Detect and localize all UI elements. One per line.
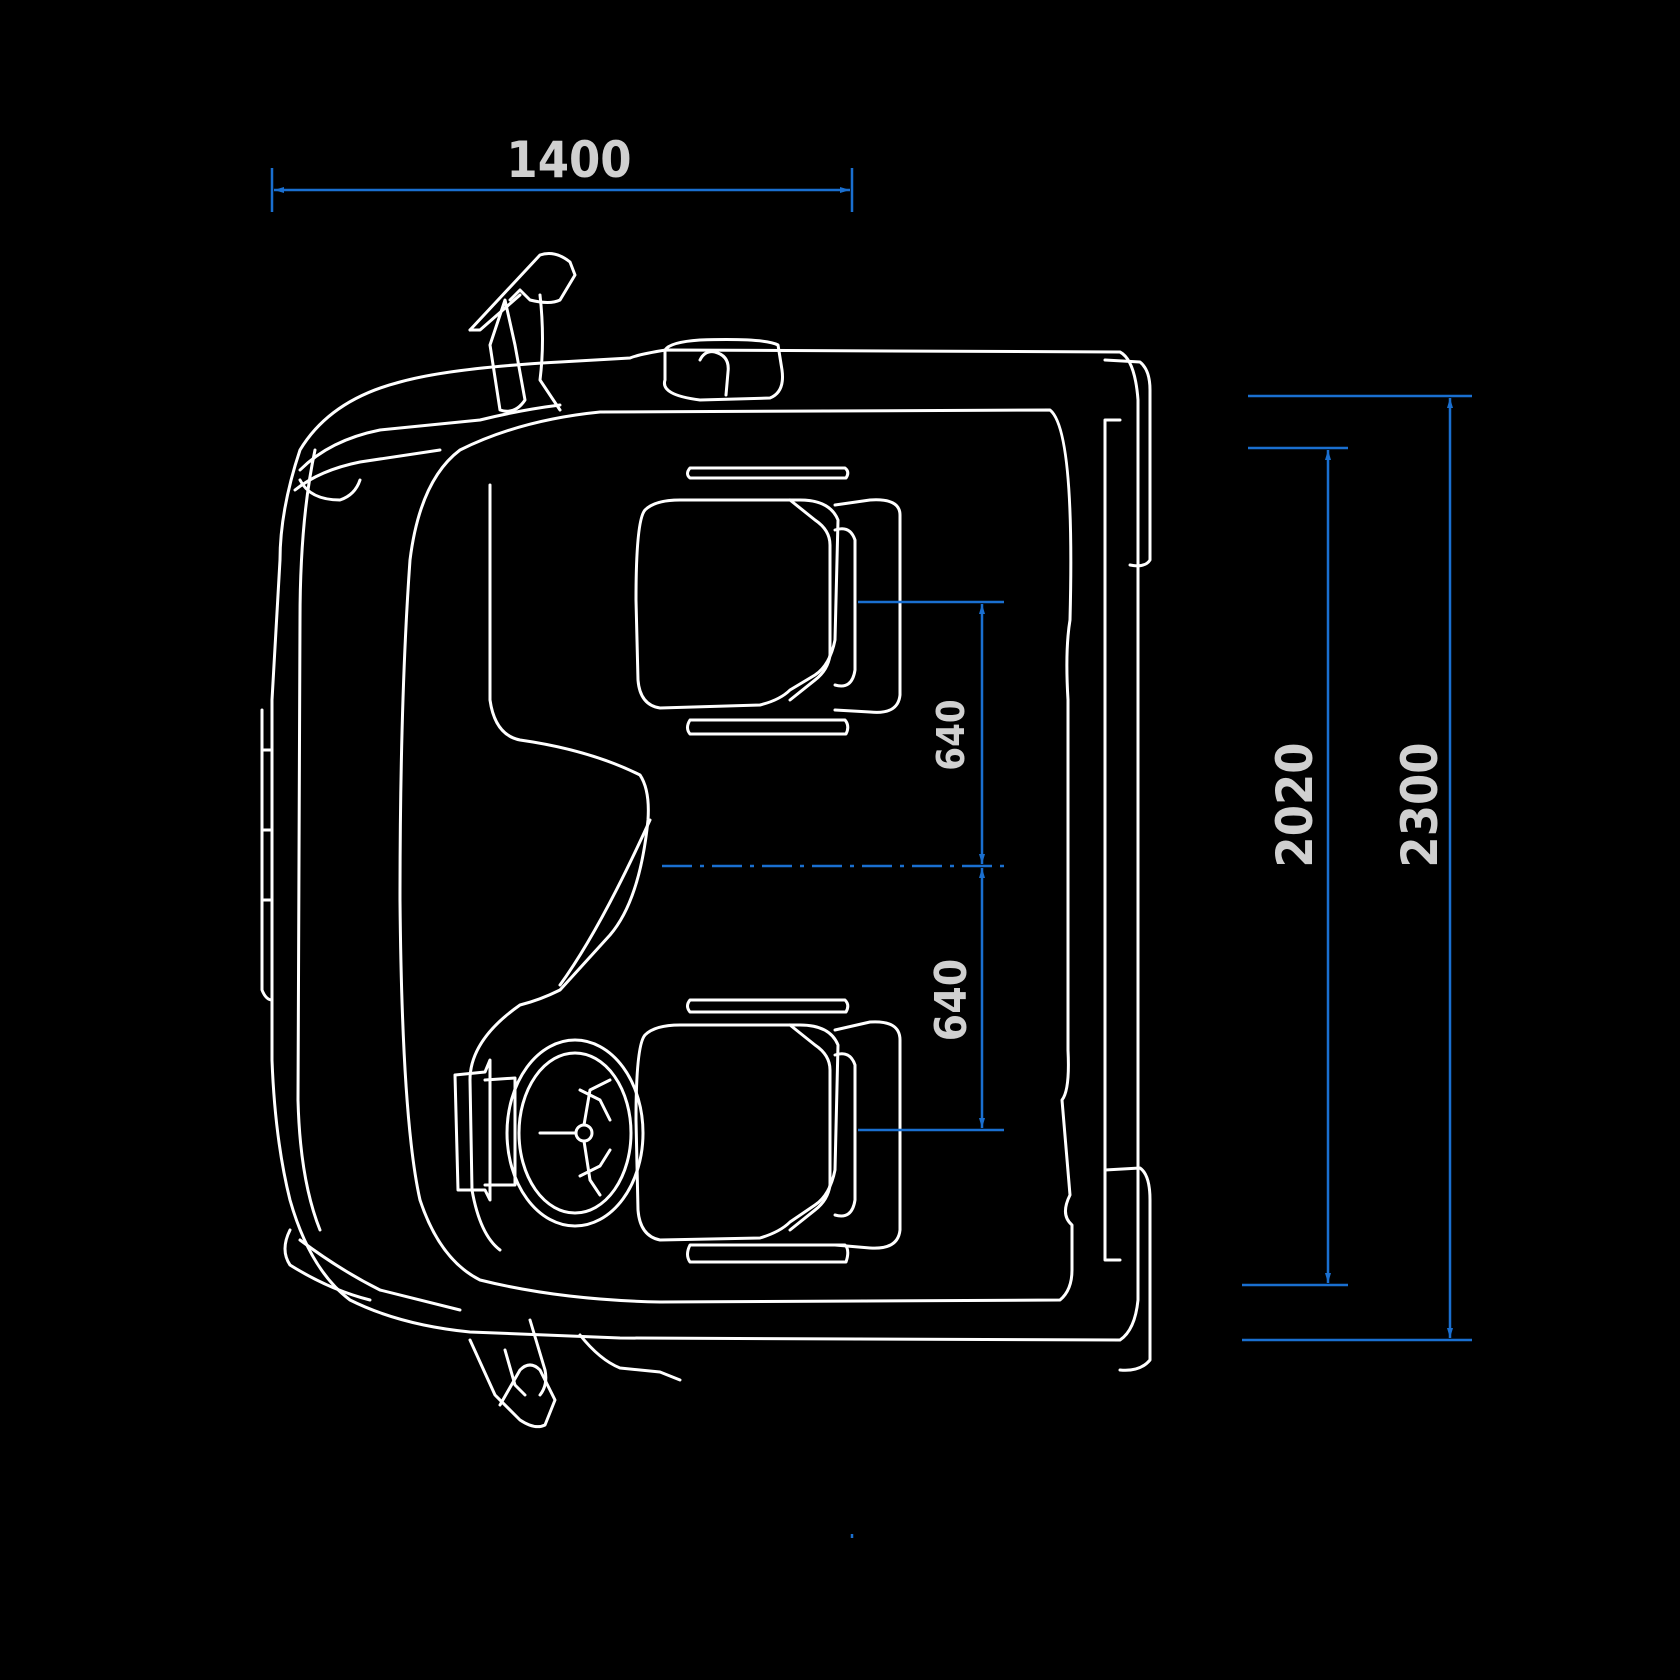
- passenger-seat: [634, 466, 902, 736]
- width-label: 1400: [506, 131, 631, 189]
- seat-offset-dimensions: 640 640: [662, 600, 1004, 1132]
- inner-length-dimension: 2020: [1242, 446, 1348, 1287]
- steering-wheel: [453, 1038, 645, 1228]
- driver-seat: [634, 998, 902, 1264]
- width-dimension: 1400: [270, 131, 854, 212]
- seat-offset-top-label: 640: [929, 699, 973, 770]
- inner-length-label: 2020: [1266, 742, 1324, 867]
- outer-length-label: 2300: [1391, 742, 1449, 867]
- seat-offset-bottom-label: 640: [926, 959, 977, 1042]
- cab-outline: [260, 252, 1152, 1429]
- outer-length-dimension: 2300: [1242, 394, 1472, 1342]
